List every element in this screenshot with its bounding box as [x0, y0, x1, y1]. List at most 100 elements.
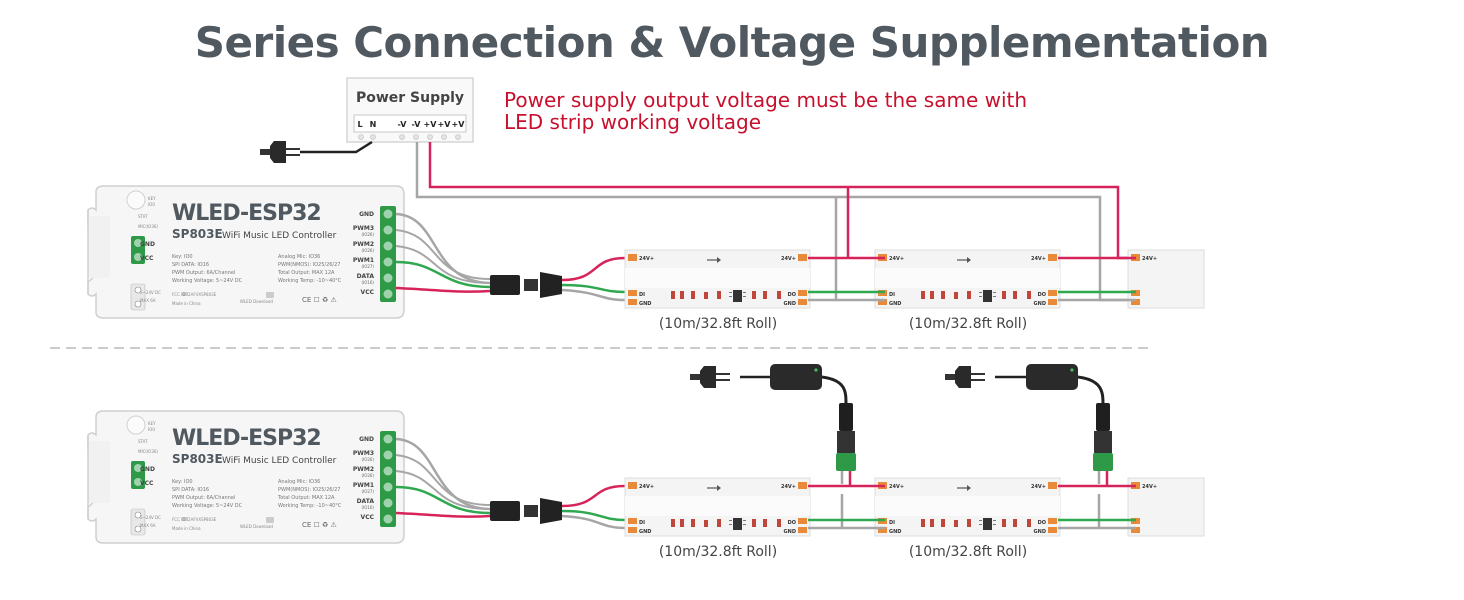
power-supply-terminal-block	[353, 114, 467, 133]
controller-terminal-label: PWM3	[353, 225, 374, 232]
controller-spec: Total Output: MAX 12A	[277, 270, 335, 276]
voltage-note: Power supply output voltage must be the …	[504, 89, 1104, 133]
ac-plug-icon	[259, 140, 301, 164]
controller-terminal-sub: (IO16)	[361, 505, 374, 510]
controller-terminal-label: PWM2	[353, 466, 374, 473]
controller-fcc: FCC ID: 2AFVXSP803E	[172, 517, 217, 522]
controller-terminal-label: PWM3	[353, 450, 374, 457]
controller-spec: SPI DATA: IO16	[172, 487, 209, 493]
jst-female-connector	[540, 272, 562, 298]
controller-terminal-label: GND	[359, 211, 374, 218]
strip-di-label: DI	[639, 520, 645, 526]
strip-do-label: DO	[1038, 520, 1046, 526]
strip-plus-label: 24V+	[639, 484, 654, 490]
controller-terminal-sub: (IO26)	[361, 232, 374, 237]
strip-do-label: DO	[788, 292, 796, 298]
ps-terminal-label: -V	[412, 120, 422, 129]
power-supply-label: Power Supply	[356, 90, 464, 106]
controller-app-label: WLED Download	[240, 524, 273, 529]
strip-plus-label: 24V+	[1142, 484, 1157, 490]
controller-terminal-label: DATA	[357, 498, 375, 505]
ac-plug-icon	[944, 365, 986, 389]
controller-gnd-label: GND	[140, 241, 155, 248]
controller-spec: Working Voltage: 5~24V DC	[172, 278, 243, 284]
controller-dc-label: 5~24V DC	[140, 290, 161, 295]
controller-stat-label: STAT	[138, 439, 148, 444]
controller-terminal-label: DATA	[357, 273, 375, 280]
strip-plus-label: 24V+	[1031, 256, 1046, 262]
roll-label: (10m/32.8ft Roll)	[659, 316, 777, 332]
ps-terminal-label: +V	[452, 120, 466, 129]
controller-terminal-label: PWM1	[353, 482, 374, 489]
controller-io0-label: IO0	[148, 202, 155, 207]
voltage-note-line-2: LED strip working voltage	[504, 110, 762, 134]
strip-plus-label: 24V+	[889, 484, 904, 490]
ac-cord	[300, 140, 373, 154]
strip-plus-label: 24V+	[781, 256, 796, 262]
roll-label: (10m/32.8ft Roll)	[909, 544, 1027, 560]
jst-male-connector	[490, 275, 520, 295]
controller-spec: PWM Output: 6A/Channel	[172, 270, 235, 276]
controller-terminal-label: PWM2	[353, 241, 374, 248]
strip-do-label: DO	[1038, 292, 1046, 298]
controller-brand: WLED-ESP32	[172, 201, 321, 226]
controller-key-label: KEY	[148, 421, 156, 426]
strip-gnd-label: GND	[1034, 301, 1046, 307]
strip-gnd-label: GND	[889, 529, 901, 535]
ps-terminal-label: L	[357, 120, 362, 129]
controller-stat-label: STAT	[138, 214, 148, 219]
controller-key-label: KEY	[148, 196, 156, 201]
controller-terminal-label: VCC	[361, 514, 375, 521]
controller-cert-marks: CE ☐ ♻ ⚠	[302, 521, 338, 529]
strip-di-label: DI	[889, 520, 895, 526]
strip-gnd-label: GND	[784, 529, 796, 535]
controller-vcc-label: VCC	[140, 255, 154, 262]
controller-spec: SPI DATA: IO16	[172, 262, 209, 268]
ps-positive-wire	[428, 142, 1140, 260]
strip-labels: 24V+ 24V+ DI GND DO GND 24V+ 24V+ DI GND DO GND 24V+…	[639, 256, 1157, 535]
controller-spec: Key: IO0	[172, 254, 193, 260]
controller-description: WiFi Music LED Controller	[222, 456, 337, 466]
roll-label: (10m/32.8ft Roll)	[909, 316, 1027, 332]
led-strip-3	[1127, 477, 1205, 537]
controller-spec: Working Temp: -10~40°C	[278, 503, 342, 509]
strip-gnd-label: GND	[639, 529, 651, 535]
controller-fcc: FCC ID: 2AFVXSP803E	[172, 292, 217, 297]
controller-made: Made in China	[172, 526, 201, 531]
controller-terminal-label: GND	[359, 436, 374, 443]
controller-terminal-sub: (IO27)	[361, 264, 374, 269]
controller-io0-label: IO0	[148, 427, 155, 432]
controller-brand: WLED-ESP32	[172, 426, 321, 451]
controller-spec: Working Temp: -10~40°C	[278, 278, 342, 284]
controller-max-label: MAX 6A	[140, 523, 156, 528]
voltage-note-line-1: Power supply output voltage must be the …	[504, 88, 1028, 112]
controller-terminal-label: PWM1	[353, 257, 374, 264]
controller-dc-label: 5~24V DC	[140, 515, 161, 520]
controller-terminal-sub: (IO26)	[361, 457, 374, 462]
controller-spec: PWM(NMOS): IO25/26/27	[278, 262, 340, 268]
controller-spec: PWM Output: 6A/Channel	[172, 495, 235, 501]
page-title: Series Connection & Voltage Supplementat…	[194, 18, 1270, 67]
strip-gnd-label: GND	[889, 301, 901, 307]
controller-made: Made in China	[172, 301, 201, 306]
controller-max-label: MAX 6A	[140, 298, 156, 303]
power-adapter-2	[944, 364, 1113, 471]
strip-plus-label: 24V+	[1142, 256, 1157, 262]
controller-description: WiFi Music LED Controller	[222, 231, 337, 241]
controller-cert-marks: CE ☐ ♻ ⚠	[302, 296, 338, 304]
controller-vcc-label: VCC	[140, 480, 154, 487]
controller-mic-label: MIC(IO36)	[138, 449, 158, 454]
controller-spec: Key: IO0	[172, 479, 193, 485]
controller-spec: Analog Mic: IO36	[278, 254, 320, 260]
led-strip-3	[1127, 249, 1205, 309]
controller-app-label: WLED Download	[240, 299, 273, 304]
controller-terminal-sub: (IO26)	[361, 248, 374, 253]
ps-terminal-label: +V	[438, 120, 452, 129]
strip-gnd-label: GND	[1034, 529, 1046, 535]
jst-male-connector	[490, 501, 520, 521]
controller-spec: Total Output: MAX 12A	[277, 495, 335, 501]
controller-terminal-label: VCC	[361, 289, 375, 296]
